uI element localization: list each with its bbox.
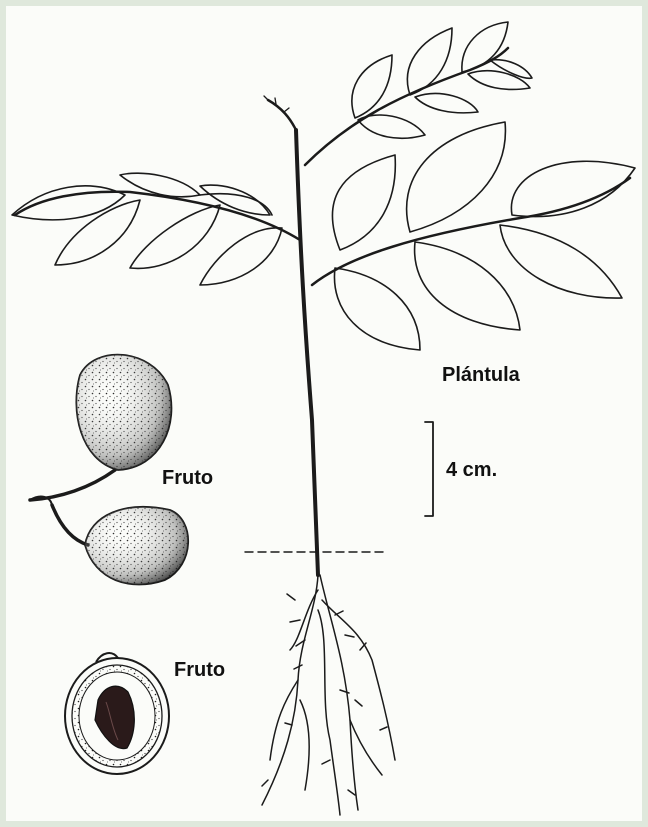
fruit-section-label: Fruto <box>174 659 225 682</box>
fruit-label: Fruto <box>162 467 213 490</box>
seedling-label: Plántula <box>442 364 520 387</box>
scale-label: 4 cm. <box>446 459 497 482</box>
